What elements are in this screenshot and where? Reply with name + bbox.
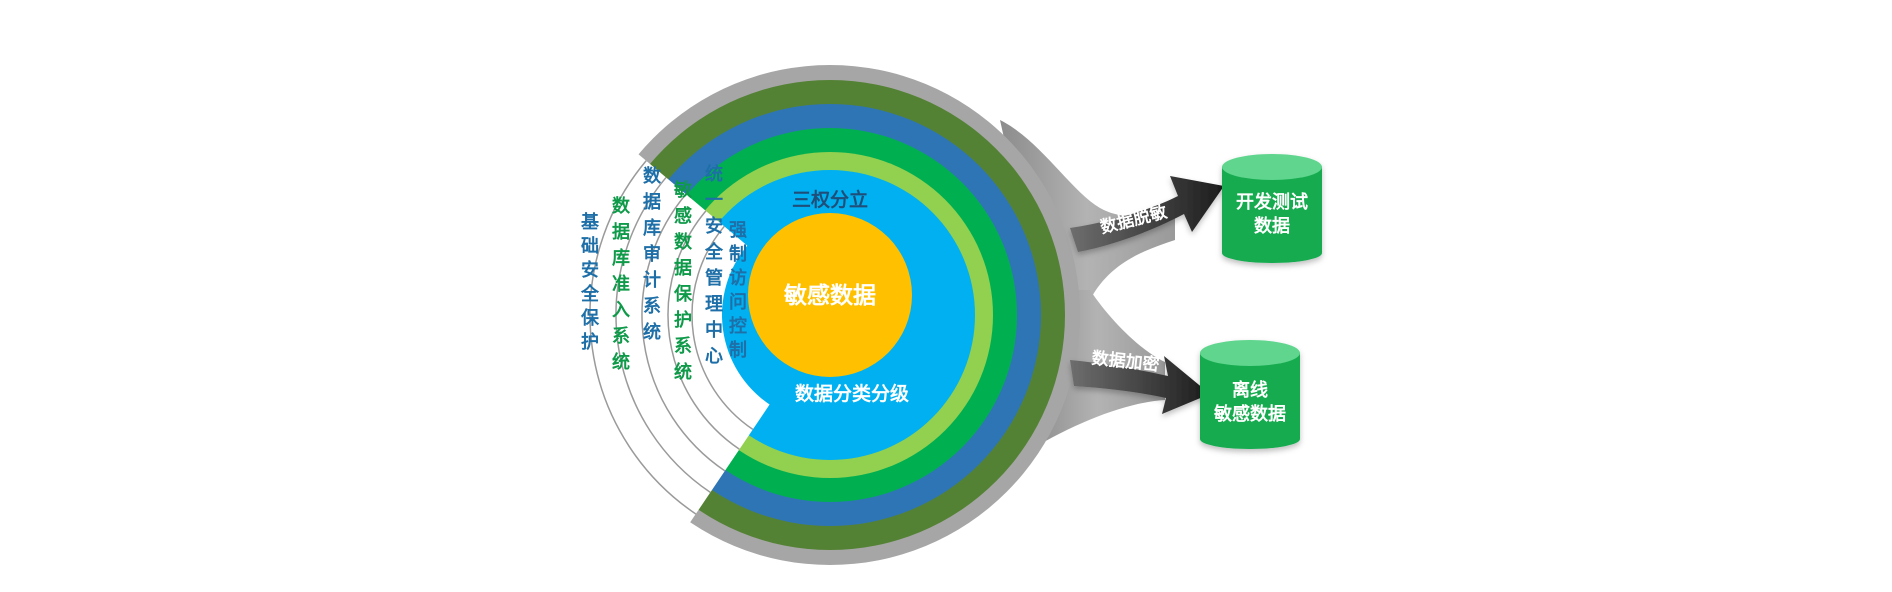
sector-label-l5-char: 理	[705, 294, 723, 315]
sector-label-l2-char: 系	[612, 326, 630, 347]
sector-label-l5-char: 心	[705, 346, 723, 367]
sector-label-l4-char: 感	[674, 205, 692, 227]
sector-labels: 基础安全保护数据库准入系统数据库审计系统敏感数据保护系统统一安全管理中心强制访问…	[580, 163, 747, 383]
sector-label-l4-char: 保	[673, 283, 693, 305]
ring-label-top: 三权分立	[792, 188, 868, 211]
cylinder-dev-test-data	[1222, 154, 1322, 263]
sector-label-l4-char: 护	[674, 309, 692, 331]
sector-label-l3-char: 系	[643, 296, 661, 317]
sector-label-l3-char: 数	[643, 165, 662, 187]
sector-label-l4-char: 数	[674, 231, 693, 253]
sector-label-l3-char: 库	[643, 217, 661, 239]
sector-label-l6-char: 访	[729, 267, 747, 289]
sector-label-l1-char: 护	[581, 331, 599, 353]
sector-label-l4-char: 系	[674, 336, 692, 357]
sector-label-l2-char: 库	[612, 247, 630, 269]
sector-label-l2-char: 据	[612, 221, 630, 243]
sector-label-l5-char: 安	[705, 215, 723, 237]
arrow-encrypt	[1070, 356, 1210, 414]
sector-label-l2-char: 统	[612, 351, 630, 373]
sector-label-l4-char: 统	[674, 361, 692, 383]
sector-label-l5-char: 一	[705, 190, 723, 211]
sector-label-l3-char: 统	[643, 321, 661, 343]
sector-divider-2	[615, 176, 711, 494]
sector-label-l3-char: 审	[643, 243, 661, 265]
sector-label-l6-char: 制	[729, 340, 747, 361]
cylinder-offline-line1: 离线	[1232, 379, 1268, 401]
sector-label-l1-char: 安	[581, 259, 599, 281]
sector-label-l2-char: 入	[612, 300, 630, 321]
sector-divider-3	[641, 193, 726, 472]
sector-label-l5-char: 统	[705, 163, 723, 185]
sector-label-l3-char: 计	[643, 269, 661, 291]
sector-label-l3-char: 据	[643, 191, 661, 213]
cylinder-dev-test-line1: 开发测试	[1236, 191, 1308, 213]
sector-label-l5-char: 全	[704, 241, 724, 263]
sector-label-l1-char: 础	[581, 236, 599, 257]
arrow-mask	[1070, 176, 1224, 252]
core-label: 敏感数据	[783, 282, 876, 309]
sector-label-l1-char: 基	[580, 211, 600, 233]
sector-label-l1-char: 保	[580, 307, 600, 329]
sector-label-l2-char: 数	[612, 195, 631, 217]
sector-label-l6-char: 制	[729, 244, 747, 265]
sector-label-l6-char: 强	[729, 220, 747, 241]
cylinder-dev-test-line2: 数据	[1254, 215, 1290, 237]
sector-divider-1	[589, 160, 697, 515]
cylinder-offline-line2: 敏感数据	[1213, 403, 1286, 425]
left-sector	[577, 153, 770, 524]
sector-divider-5	[691, 225, 754, 431]
sector-label-l6-char: 控	[729, 315, 747, 337]
sector-divider-4	[667, 210, 740, 450]
sector-label-l6-char: 问	[729, 292, 747, 313]
ring-label-bottom: 数据分类分级	[795, 382, 909, 405]
sector-label-l5-char: 管	[705, 267, 723, 289]
cylinder-offline-sensitive-data	[1200, 340, 1300, 449]
left-sector-background	[577, 153, 770, 524]
sector-label-l2-char: 准	[612, 273, 630, 295]
sector-label-l5-char: 中	[705, 319, 723, 341]
core-sensitive-data	[748, 213, 912, 377]
sector-label-l4-char: 据	[674, 257, 692, 279]
sector-label-l1-char: 全	[580, 283, 600, 305]
sector-label-l4-char: 敏	[673, 179, 693, 201]
